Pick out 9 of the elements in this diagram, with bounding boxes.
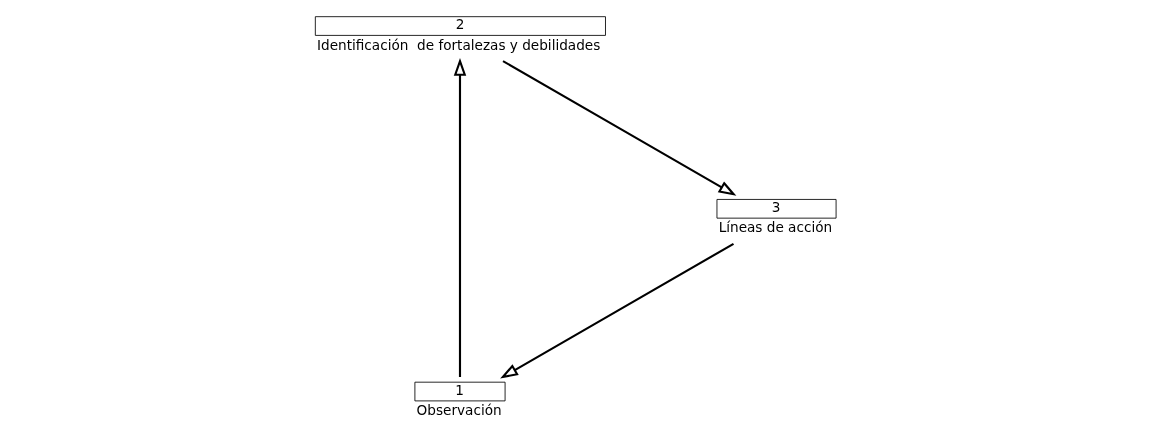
arrow [453, 57, 466, 377]
node-box: 3 [716, 199, 836, 219]
node-label: Observación [416, 402, 502, 419]
arrow [502, 60, 736, 196]
node-label: Identificación de fortalezas y debilidades [316, 36, 600, 53]
arrow [499, 242, 734, 379]
node-box: 1 [413, 381, 505, 402]
node-box: 2 [314, 16, 606, 36]
node-label: Líneas de acción [718, 219, 832, 236]
